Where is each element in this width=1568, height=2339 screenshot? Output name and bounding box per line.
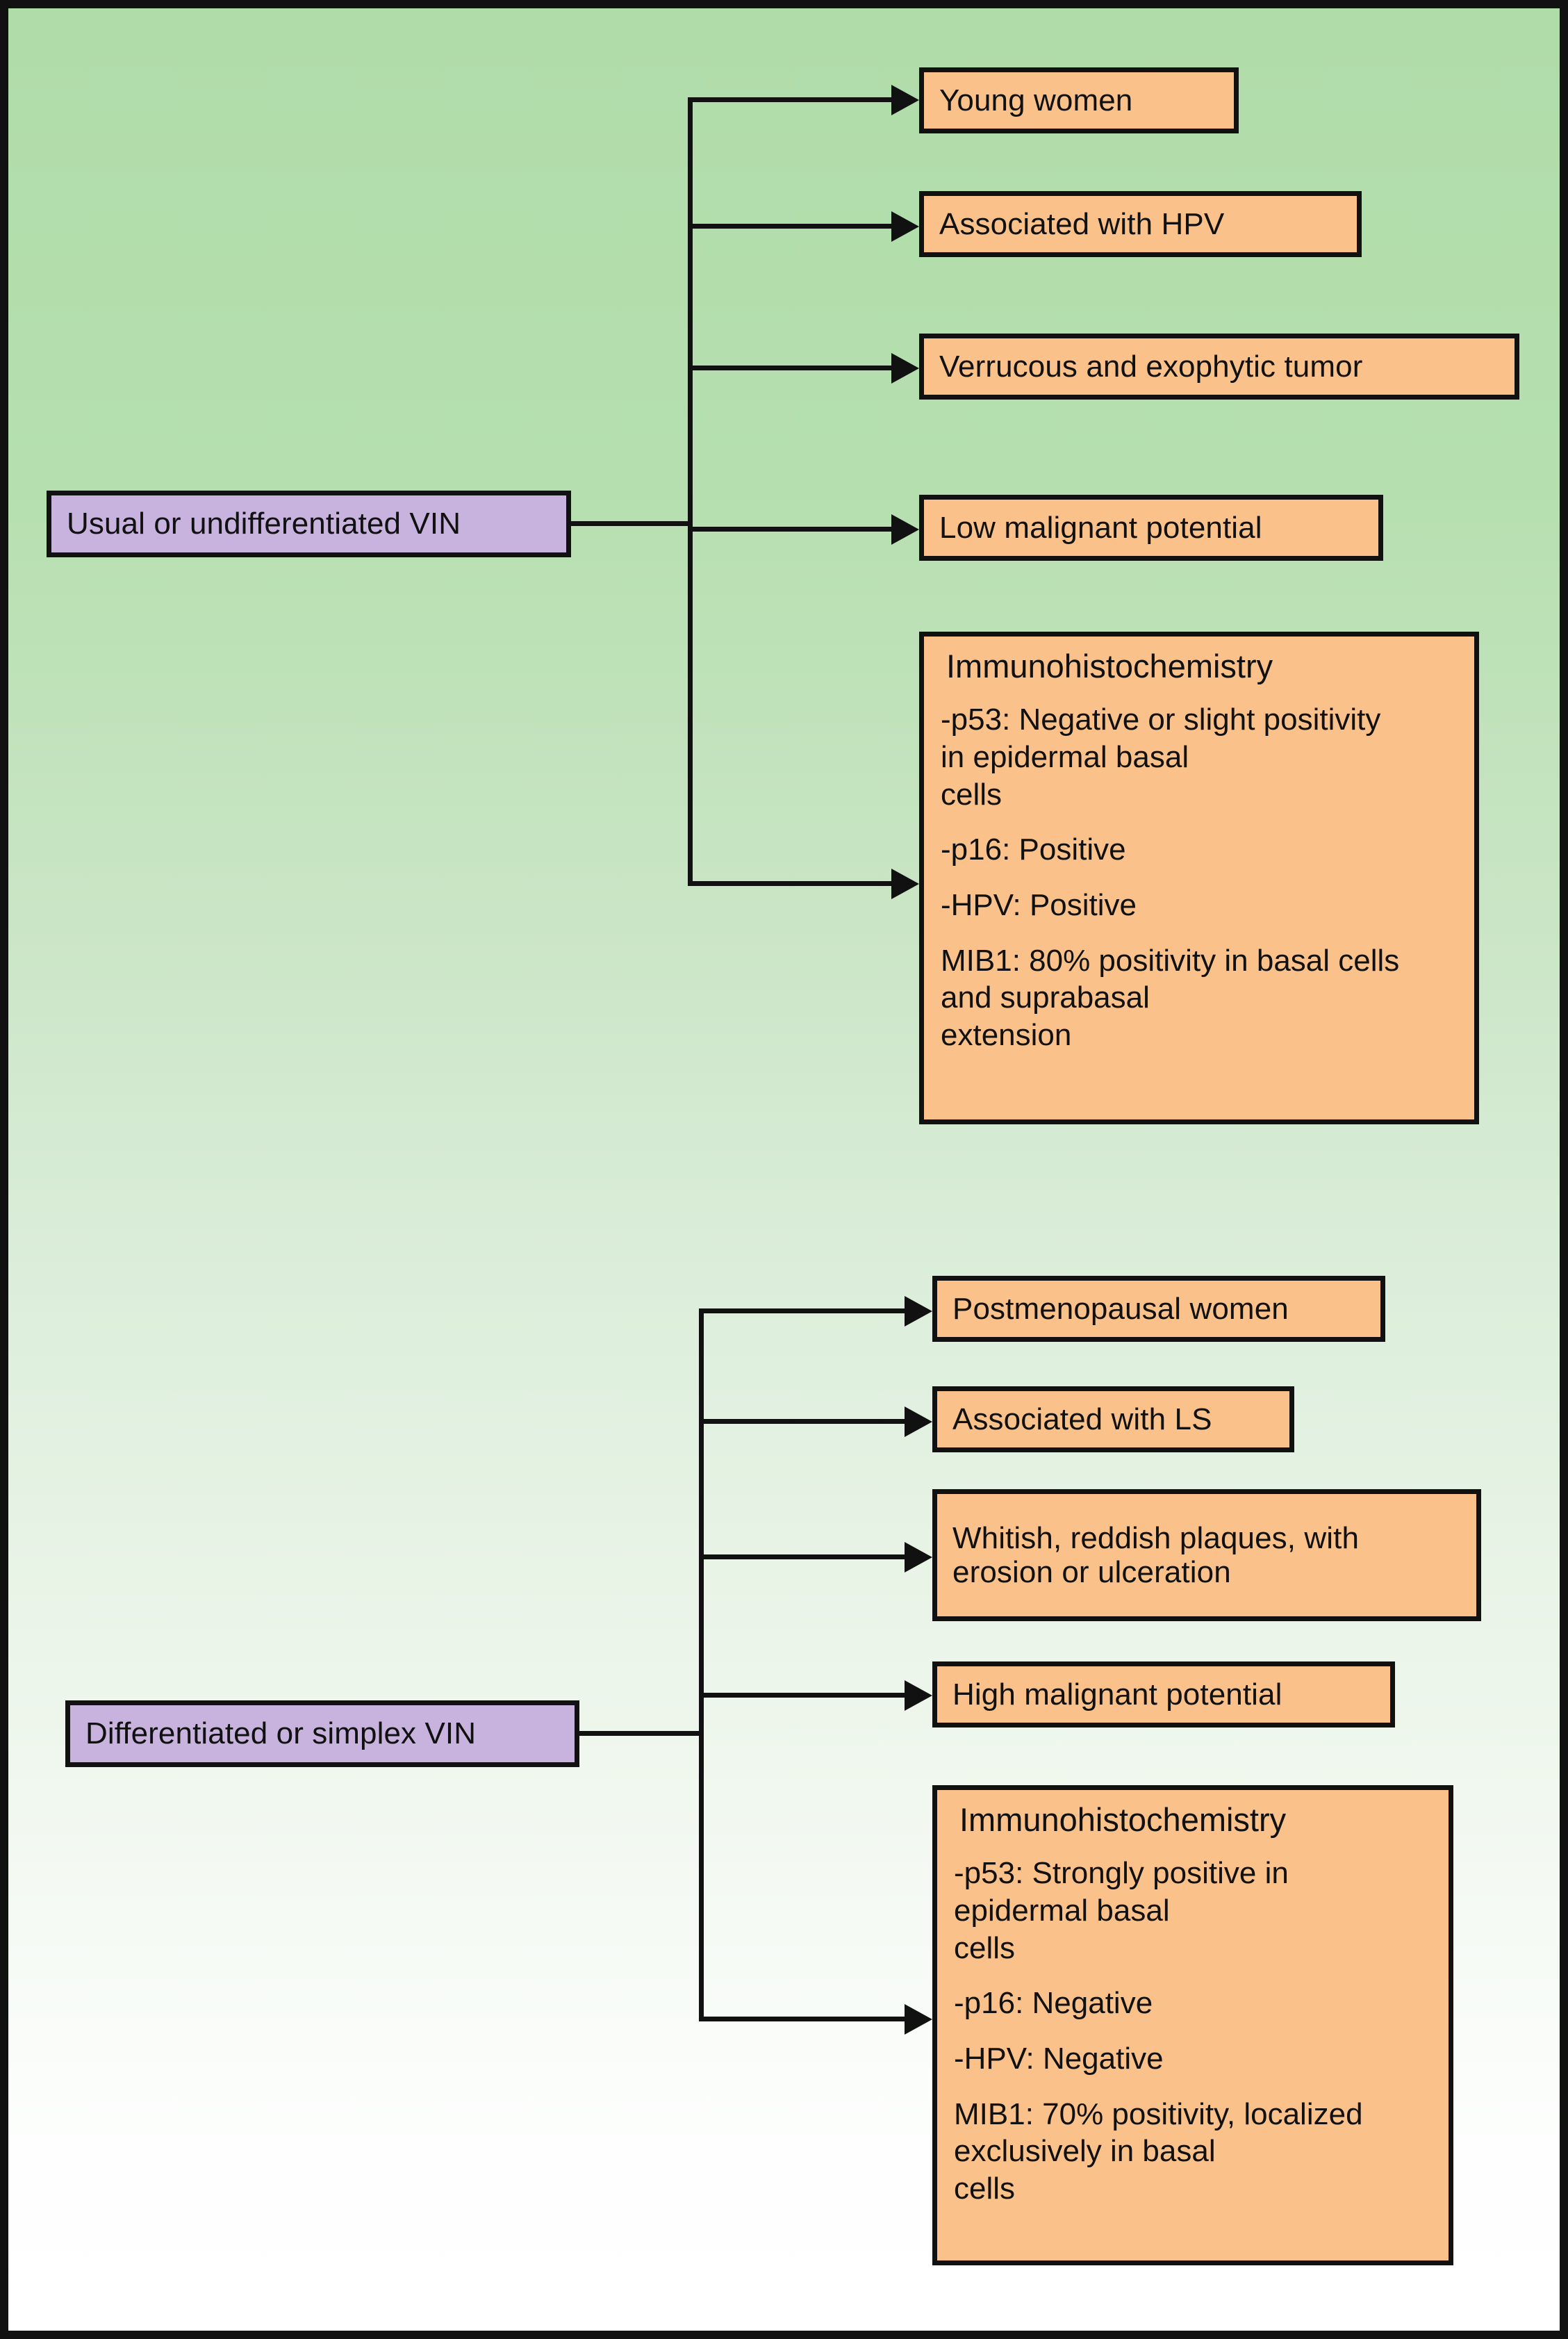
connector-diff-child-3 (699, 1693, 906, 1698)
ihc-differentiated-body: Immunohistochemistry -p53: Strongly posi… (937, 1790, 1449, 2215)
connector-usual-child-0 (688, 97, 893, 102)
ihc-differentiated-item-p53: -p53: Strongly positive in epidermal bas… (954, 1856, 1289, 1965)
node-usual-vin[interactable]: Usual or undifferentiated VIN (47, 491, 571, 557)
arrowhead-usual-child-4 (891, 869, 919, 899)
node-whitish-reddish-plaques[interactable]: Whitish, reddish plaques, with erosion o… (932, 1489, 1481, 1621)
arrowhead-usual-child-0 (891, 85, 919, 115)
connector-usual-child-3 (688, 527, 893, 532)
connector-usual-child-1 (688, 224, 893, 229)
connector-usual-root-stem (571, 521, 693, 526)
arrowhead-diff-child-0 (905, 1296, 932, 1327)
ihc-usual-item-p53: -p53: Negative or slight positivity in e… (941, 703, 1381, 812)
node-associated-ls-label: Associated with LS (952, 1402, 1212, 1436)
node-differentiated-vin[interactable]: Differentiated or simplex VIN (65, 1700, 579, 1767)
connector-usual-child-2 (688, 366, 893, 370)
node-usual-vin-label: Usual or undifferentiated VIN (67, 507, 461, 541)
node-young-women-label: Young women (939, 83, 1133, 117)
ihc-usual-item-p16: -p16: Positive (941, 832, 1126, 867)
node-associated-ls[interactable]: Associated with LS (932, 1386, 1294, 1452)
arrowhead-diff-child-1 (905, 1406, 932, 1437)
node-ihc-usual[interactable]: Immunohistochemistry -p53: Negative or s… (919, 632, 1479, 1124)
connector-diff-child-0 (699, 1308, 906, 1313)
connector-diff-vertical-bus (699, 1308, 704, 2021)
node-whitish-reddish-plaques-label: Whitish, reddish plaques, with erosion o… (952, 1520, 1360, 1589)
ihc-usual-body: Immunohistochemistry -p53: Negative or s… (924, 637, 1474, 1061)
node-differentiated-vin-label: Differentiated or simplex VIN (85, 1716, 477, 1751)
node-high-malignant[interactable]: High malignant potential (932, 1661, 1395, 1727)
ihc-differentiated-item-p16: -p16: Negative (954, 1986, 1153, 2021)
node-associated-hpv-label: Associated with HPV (939, 206, 1225, 241)
node-verrucous-exophytic-label: Verrucous and exophytic tumor (939, 349, 1363, 384)
node-associated-hpv[interactable]: Associated with HPV (919, 191, 1362, 257)
ihc-differentiated-item-hpv: -HPV: Negative (954, 2042, 1164, 2076)
node-verrucous-exophytic[interactable]: Verrucous and exophytic tumor (919, 334, 1519, 400)
node-low-malignant[interactable]: Low malignant potential (919, 495, 1383, 561)
connector-diff-child-1 (699, 1419, 906, 1424)
node-low-malignant-label: Low malignant potential (939, 510, 1262, 545)
ihc-usual-item-mib1: MIB1: 80% positivity in basal cells and … (941, 943, 1400, 1053)
connector-diff-child-2 (699, 1554, 906, 1559)
ihc-usual-item-hpv: -HPV: Positive (941, 888, 1137, 923)
node-young-women[interactable]: Young women (919, 67, 1239, 133)
arrowhead-diff-child-4 (905, 2004, 932, 2035)
connector-usual-child-4 (688, 881, 893, 886)
node-postmenopausal-women-label: Postmenopausal women (952, 1291, 1289, 1326)
ihc-differentiated-item-mib1: MIB1: 70% positivity, localized exclusiv… (954, 2096, 1363, 2206)
connector-diff-child-4 (699, 2017, 906, 2021)
node-high-malignant-label: High malignant potential (952, 1677, 1282, 1712)
arrowhead-usual-child-3 (891, 514, 919, 545)
node-ihc-differentiated[interactable]: Immunohistochemistry -p53: Strongly posi… (932, 1785, 1453, 2265)
arrowhead-diff-child-3 (905, 1680, 932, 1711)
ihc-differentiated-title: Immunohistochemistry (959, 1801, 1287, 1838)
connector-diff-root-stem (579, 1731, 699, 1736)
arrowhead-usual-child-2 (891, 353, 919, 384)
connector-usual-vertical-bus (688, 97, 693, 886)
node-postmenopausal-women[interactable]: Postmenopausal women (932, 1276, 1385, 1342)
arrowhead-diff-child-2 (905, 1542, 932, 1573)
ihc-usual-title: Immunohistochemistry (946, 648, 1273, 684)
arrowhead-usual-child-1 (891, 211, 919, 242)
